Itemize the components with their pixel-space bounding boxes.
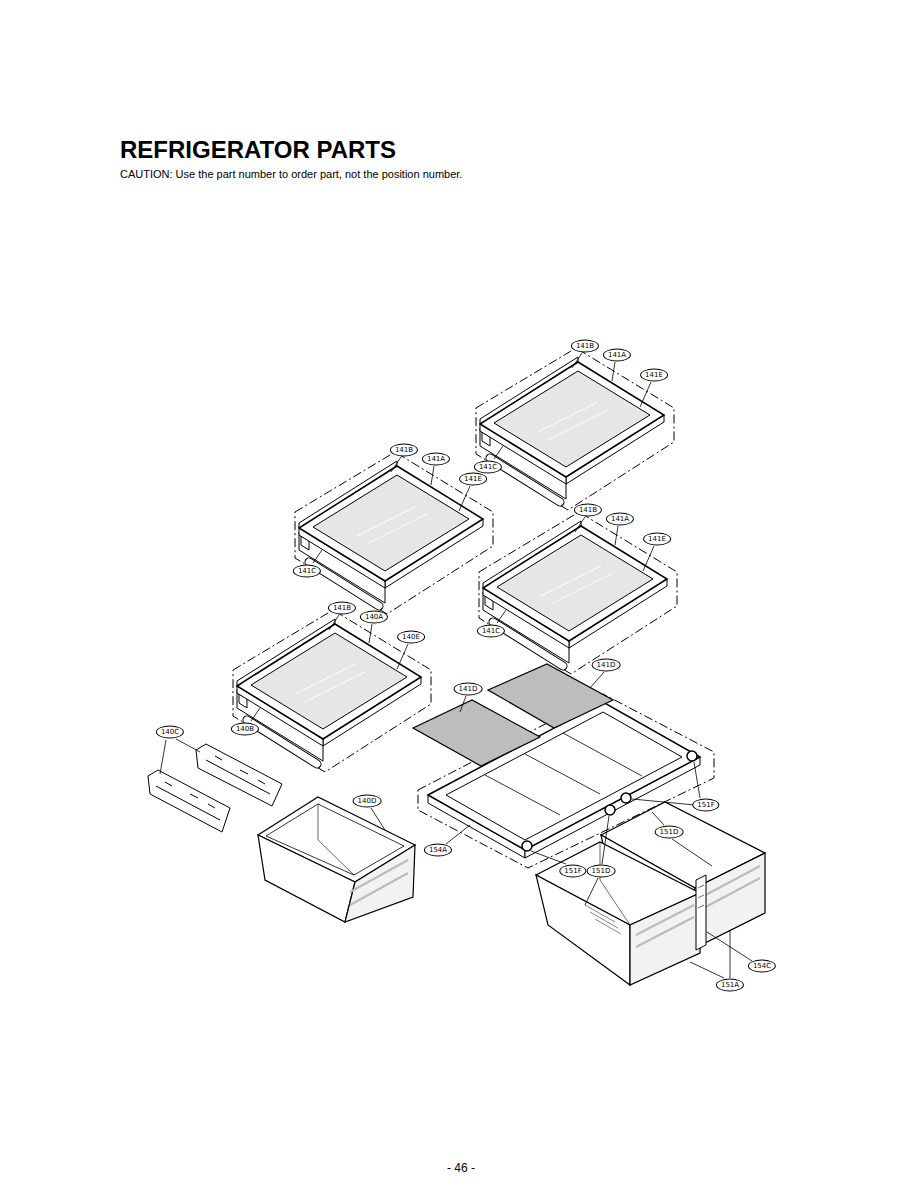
page-number: - 46 - (447, 1161, 475, 1175)
callout-number: 141C (477, 625, 505, 638)
callout-number: 141D (454, 683, 483, 696)
callout-number: 151D (655, 826, 684, 839)
callout-number: 154A (424, 844, 452, 857)
callout-number: 140E (397, 631, 425, 644)
callout-number: 141A (606, 513, 634, 526)
callout-number: 141E (643, 533, 671, 546)
callout-number: 151F (692, 799, 719, 812)
callout-number: 141C (293, 565, 321, 578)
callout-number: 140A (360, 611, 388, 624)
callout-number: 140C (156, 726, 184, 739)
callout-number: 151D (587, 865, 616, 878)
callout-number: 141A (422, 453, 450, 466)
callout-number: 154C (748, 960, 776, 973)
callout-number: 141B (390, 444, 418, 457)
callout-number: 140D (353, 795, 382, 808)
callout-number: 141B (574, 504, 602, 517)
callout-number: 141C (474, 461, 502, 474)
callout-number: 141B (571, 340, 599, 353)
caution-note: CAUTION: Use the part number to order pa… (120, 168, 462, 180)
callout-number: 151A (716, 979, 744, 992)
callout-number: 141E (640, 369, 668, 382)
callout-number: 141A (603, 349, 631, 362)
callout-number: 141E (459, 473, 487, 486)
callout-number: 141D (592, 659, 621, 672)
callout-number: 141B (328, 602, 356, 615)
callout-number: 140B (231, 723, 259, 736)
page-title: REFRIGERATOR PARTS (120, 136, 396, 164)
